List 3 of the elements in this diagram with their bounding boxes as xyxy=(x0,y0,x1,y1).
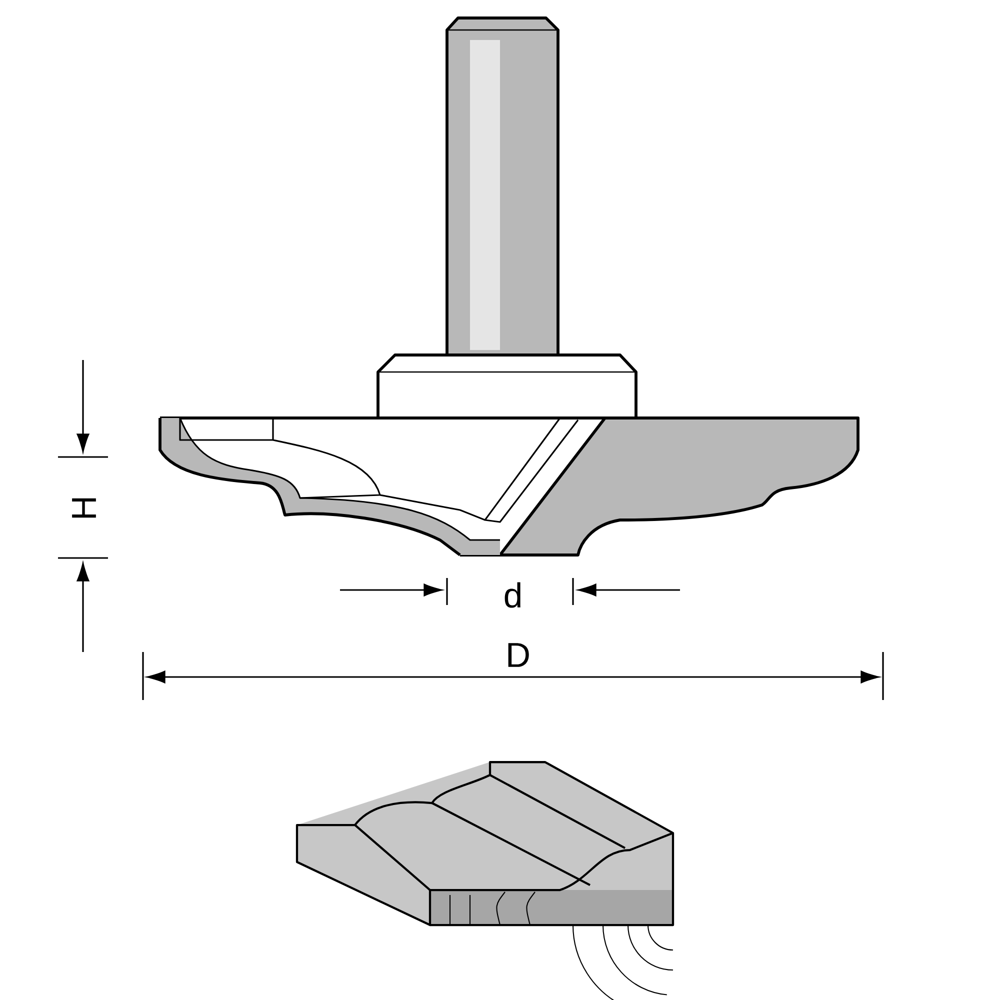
dimension-label: D xyxy=(508,643,529,667)
dimension-label: H xyxy=(72,498,96,518)
dimension-label: d xyxy=(504,582,520,608)
